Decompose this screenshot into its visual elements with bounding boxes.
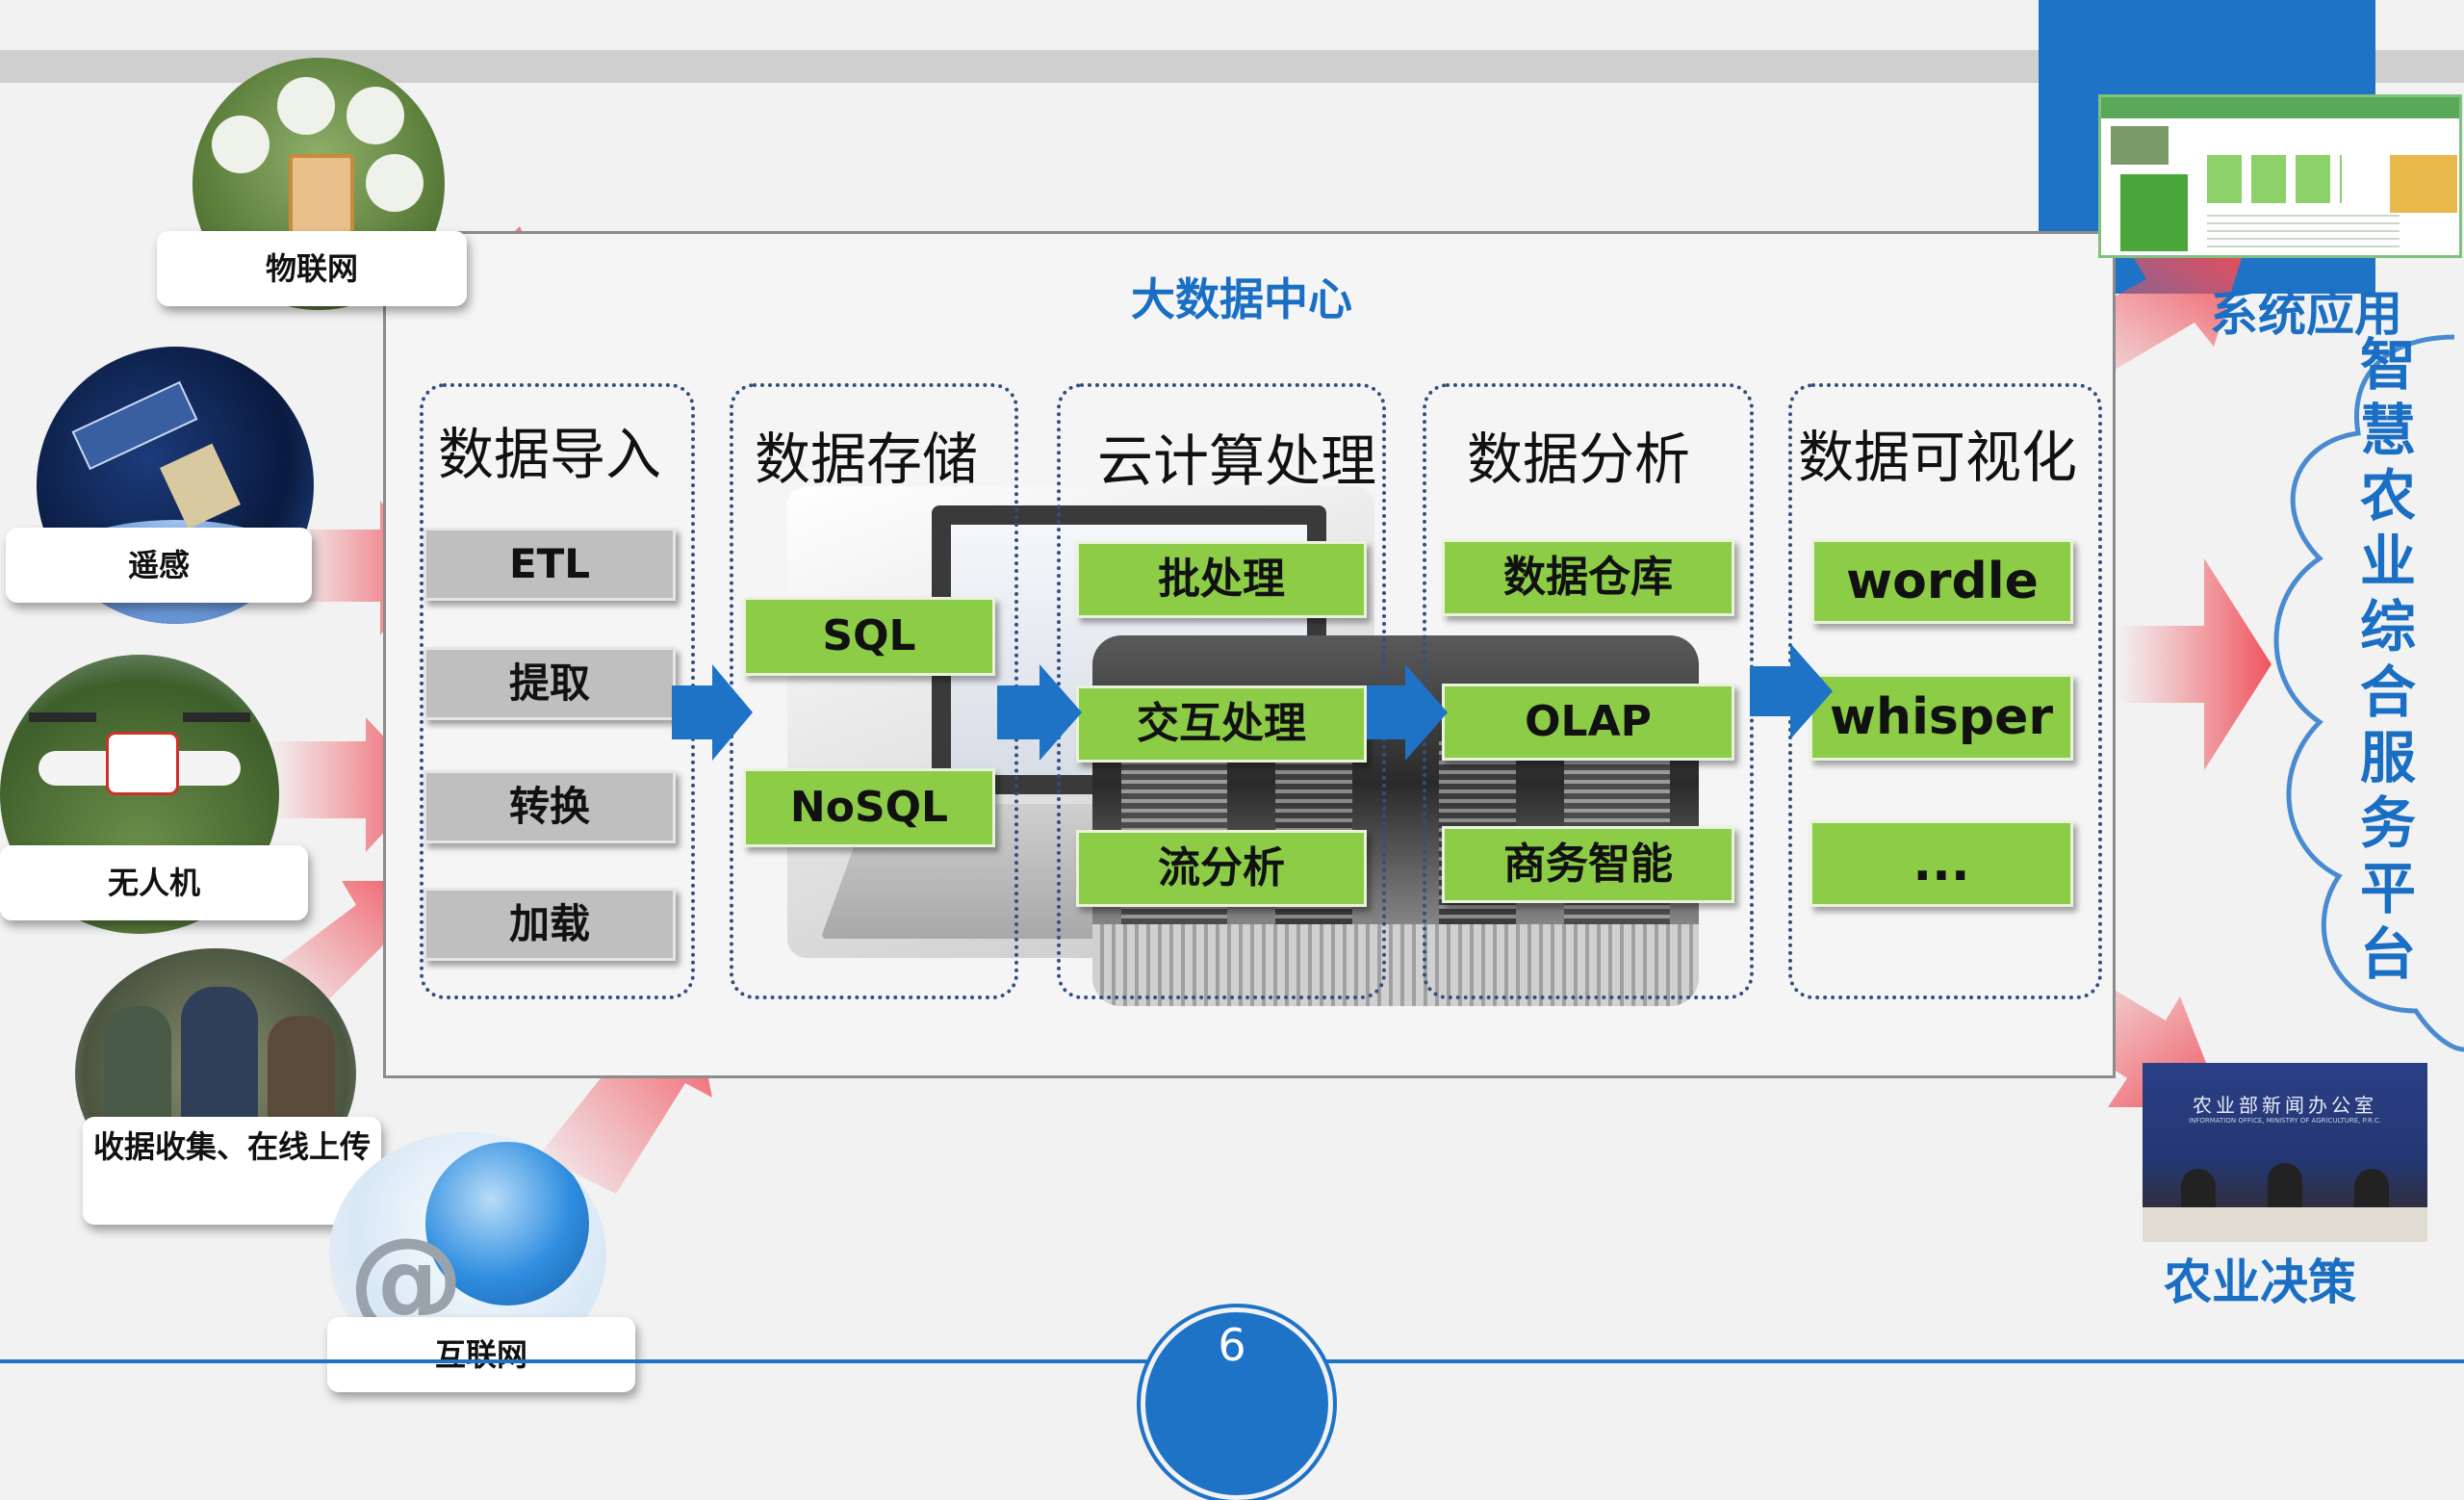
stage-title-import: 数据导入 xyxy=(438,422,662,487)
press-banner-en: INFORMATION OFFICE, MINISTRY OF AGRICULT… xyxy=(2189,1117,2381,1125)
press-conference-photo: 农业部新闻办公室 INFORMATION OFFICE, MINISTRY OF… xyxy=(2143,1063,2427,1242)
analysis-item-olap: OLAP xyxy=(1442,684,1734,761)
system-app-screenshot xyxy=(2098,94,2462,258)
analysis-item-warehouse: 数据仓库 xyxy=(1442,539,1734,616)
stage-title-cloud: 云计算处理 xyxy=(1097,428,1377,494)
stage-title-analysis: 数据分析 xyxy=(1467,427,1691,492)
press-banner-text: 农业部新闻办公室 xyxy=(2193,1094,2377,1117)
decision-label: 农业决策 xyxy=(2164,1254,2356,1310)
storage-item-sql: SQL xyxy=(743,597,995,676)
import-item-extract: 提取 xyxy=(424,647,676,720)
source-label-internet: 互联网 xyxy=(327,1317,635,1392)
platform-label: 智慧农业综合服务平台 xyxy=(2359,332,2416,987)
center-title: 大数据中心 xyxy=(1131,273,1352,325)
import-item-etl: ETL xyxy=(424,528,676,601)
viz-item-more: ... xyxy=(1810,820,2073,907)
source-label-iot: 物联网 xyxy=(157,231,467,306)
storage-item-nosql: NoSQL xyxy=(743,768,995,847)
viz-item-whisper: whisper xyxy=(1810,674,2073,761)
stage-title-storage: 数据存储 xyxy=(755,427,979,492)
analysis-item-bi: 商务智能 xyxy=(1442,826,1734,903)
cloud-item-stream: 流分析 xyxy=(1076,830,1367,907)
stage-title-visualization: 数据可视化 xyxy=(1798,425,2078,490)
source-label-field: 收据收集、在线上传 xyxy=(83,1117,381,1225)
cloud-item-batch: 批处理 xyxy=(1076,541,1367,618)
cloud-item-interactive: 交互处理 xyxy=(1076,685,1367,763)
page-number: 6 xyxy=(1218,1319,1246,1371)
import-item-transform: 转换 xyxy=(424,770,676,843)
import-item-load: 加载 xyxy=(424,888,676,961)
cloud-shape xyxy=(2273,334,2464,1052)
system-app-label: 系统应用 xyxy=(2210,286,2402,342)
viz-item-wordle: wordle xyxy=(1811,539,2073,624)
source-label-drone: 无人机 xyxy=(0,845,308,920)
source-label-remote: 遥感 xyxy=(6,528,312,603)
